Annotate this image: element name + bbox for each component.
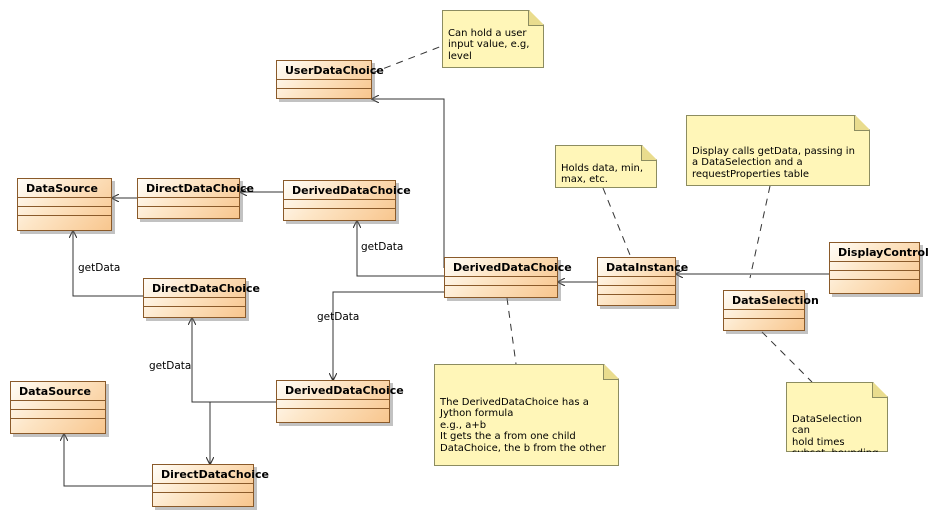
class-operations (830, 271, 919, 280)
note-link-derived (506, 297, 517, 365)
note-user-input[interactable]: Can hold a user input value, e.g, level (442, 10, 544, 68)
class-attributes (277, 400, 389, 409)
note-holds-data[interactable]: Holds data, min, max, etc. (555, 145, 657, 188)
class-name: DerivedDataChoice (445, 258, 572, 277)
edge-direct2-to-datasource (73, 231, 143, 297)
class-name: DirectDataChoice (153, 465, 269, 484)
class-name: DataSource (11, 382, 105, 401)
class-section (598, 295, 675, 303)
class-operations (445, 286, 557, 294)
class-operations (138, 207, 239, 215)
class-data-selection[interactable]: DataSelection (723, 290, 819, 331)
class-display-control[interactable]: DisplayControl (829, 242, 929, 294)
class-operations (144, 307, 245, 315)
note-text: Holds data, min, max, etc. (561, 162, 644, 185)
class-operations (277, 89, 371, 97)
class-attributes (153, 484, 253, 493)
note-link-holds (602, 187, 631, 256)
class-operations (277, 409, 389, 417)
class-name: DisplayControl (830, 243, 929, 262)
class-name: DataSelection (724, 291, 819, 310)
class-attributes (138, 198, 239, 207)
edge-label-getdata: getData (317, 311, 360, 323)
class-derived-data-choice-main[interactable]: DerivedDataChoice (444, 257, 572, 298)
class-operations (598, 286, 675, 295)
class-section (18, 216, 111, 224)
class-name: DataInstance (598, 258, 688, 277)
edge-label-getdata: getData (361, 241, 404, 253)
note-link-display (749, 185, 771, 279)
edge-label-getdata: getData (78, 262, 121, 274)
class-attributes (284, 200, 395, 209)
edge-derived2-to-direct2 (192, 318, 276, 403)
class-name: UserDataChoice (277, 61, 384, 80)
class-attributes (11, 401, 105, 410)
class-attributes (598, 277, 675, 286)
edge-main-to-derived1 (357, 221, 444, 277)
class-attributes (724, 310, 804, 319)
class-data-instance[interactable]: DataInstance (597, 257, 688, 306)
class-direct-data-choice-3[interactable]: DirectDataChoice (152, 464, 269, 507)
edge-label-getdata: getData (149, 360, 192, 372)
class-attributes (277, 80, 371, 89)
class-user-data-choice[interactable]: UserDataChoice (276, 60, 384, 99)
class-attributes (830, 262, 919, 271)
note-text: Display calls getData, passing in a Data… (692, 145, 855, 180)
class-name: DirectDataChoice (144, 279, 260, 298)
note-link-selection (761, 331, 813, 383)
class-operations (18, 207, 111, 216)
class-name: DataSource (18, 179, 111, 198)
class-derived-data-choice-1[interactable]: DerivedDataChoice (283, 180, 411, 221)
class-operations (153, 493, 253, 501)
class-data-source-top[interactable]: DataSource (17, 178, 112, 231)
class-derived-data-choice-2[interactable]: DerivedDataChoice (276, 380, 404, 423)
note-display-calls[interactable]: Display calls getData, passing in a Data… (686, 115, 870, 186)
note-text: The DerivedDataChoice has a Jython formu… (440, 396, 606, 454)
note-derived-formula[interactable]: The DerivedDataChoice has a Jython formu… (434, 364, 619, 466)
class-attributes (18, 198, 111, 207)
class-section (830, 280, 919, 288)
class-data-source-bottom[interactable]: DataSource (10, 381, 106, 434)
class-name: DerivedDataChoice (277, 381, 404, 400)
class-direct-data-choice-2[interactable]: DirectDataChoice (143, 278, 260, 318)
class-attributes (144, 298, 245, 307)
edge-main-to-user (372, 99, 445, 268)
class-name: DerivedDataChoice (284, 181, 411, 200)
edge-main-to-derived2 (333, 291, 444, 380)
class-operations (284, 209, 395, 217)
class-section (11, 419, 105, 427)
class-attributes (445, 277, 557, 286)
class-operations (724, 319, 804, 327)
edge-direct3-to-datasource (64, 434, 152, 487)
class-direct-data-choice-1[interactable]: DirectDataChoice (137, 178, 254, 219)
class-name: DirectDataChoice (138, 179, 254, 198)
note-text: Can hold a user input value, e.g, level (448, 27, 530, 62)
class-operations (11, 410, 105, 419)
note-data-selection[interactable]: DataSelection can hold times subset, bou… (786, 382, 888, 452)
